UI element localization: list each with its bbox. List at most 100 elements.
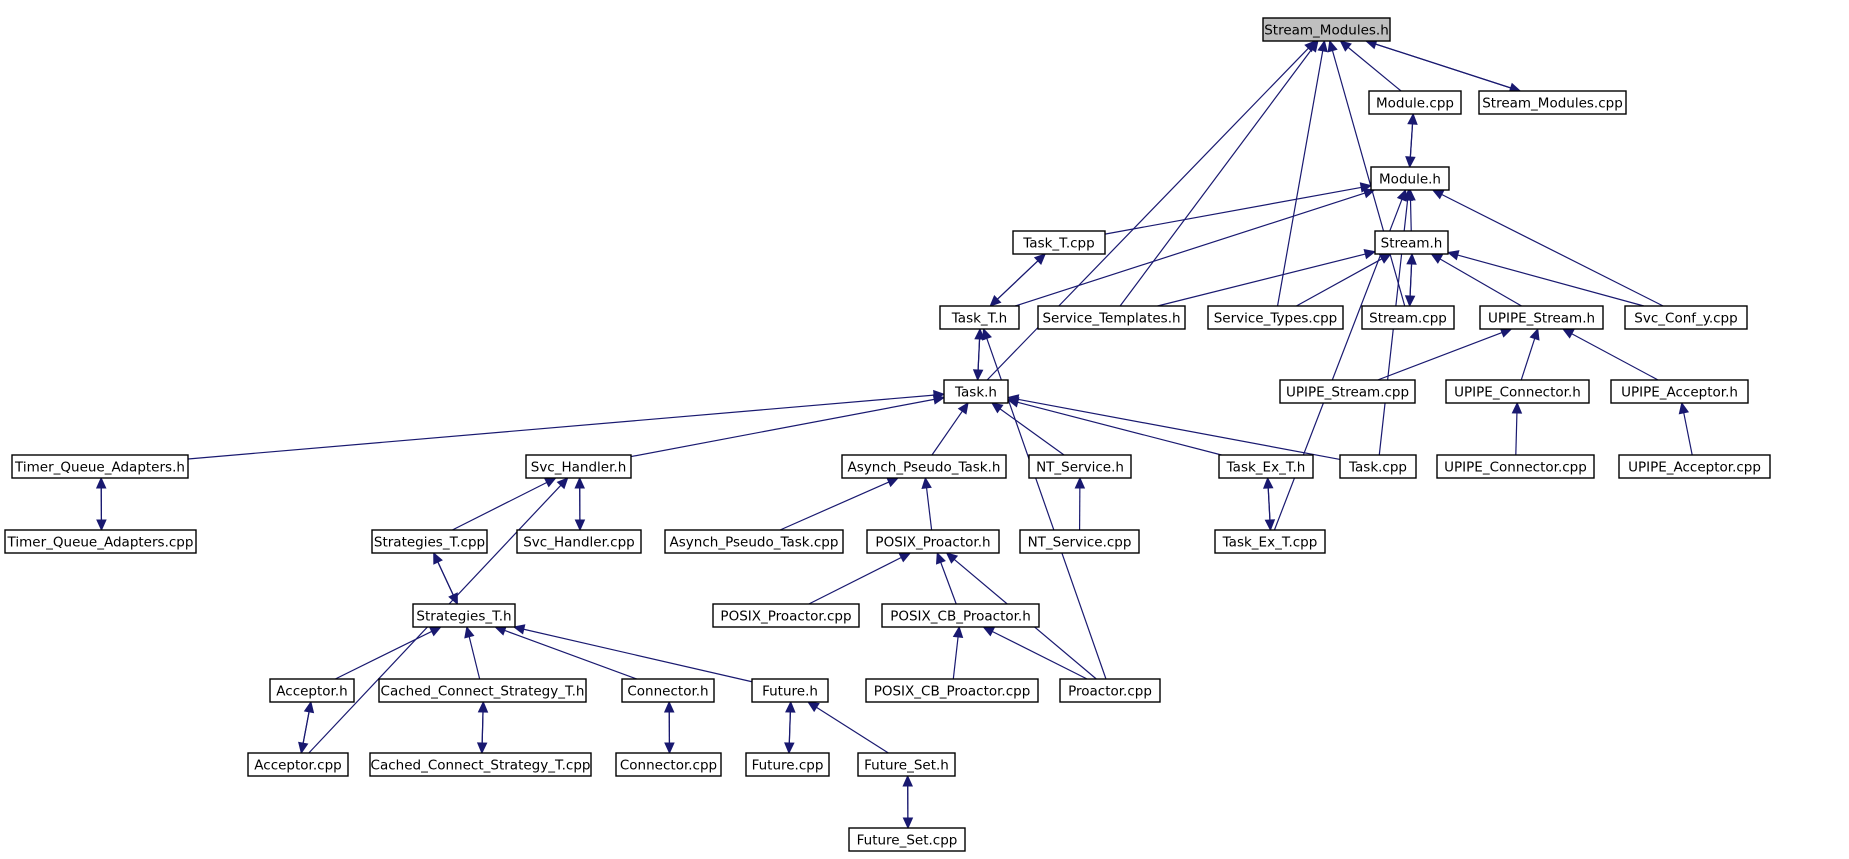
arrowhead-icon <box>298 741 309 755</box>
edge-acceptor_h-to-acceptor_cpp <box>298 701 312 755</box>
node-strategies-t-cpp[interactable]: Strategies_T.cpp <box>371 529 488 554</box>
node-box <box>664 529 844 554</box>
arrowhead-icon <box>972 369 984 382</box>
node-task-ex-t-h[interactable]: Task_Ex_T.h <box>1218 454 1314 479</box>
node-label: Asynch_Pseudo_Task.h <box>848 460 1001 476</box>
node-upipe-stream-cpp[interactable]: UPIPE_Stream.cpp <box>1279 379 1416 404</box>
node-future-h[interactable]: Future.h <box>751 678 829 703</box>
node-timer-queue-adapters-h[interactable]: Timer_Queue_Adapters.h <box>11 454 189 479</box>
node-upipe-connector-h[interactable]: UPIPE_Connector.h <box>1445 379 1590 404</box>
edge-line <box>1365 40 1511 89</box>
node-module-cpp[interactable]: Module.cpp <box>1368 90 1462 115</box>
node-box <box>1059 678 1161 703</box>
node-acceptor-cpp[interactable]: Acceptor.cpp <box>247 752 349 777</box>
node-upipe-acceptor-cpp[interactable]: UPIPE_Acceptor.cpp <box>1618 454 1771 479</box>
node-task-cpp[interactable]: Task.cpp <box>1339 454 1417 479</box>
node-label: Stream.h <box>1381 236 1443 252</box>
edge-stream_modules_h-to-stream_modules_cpp <box>1365 40 1522 93</box>
node-service-templates-h[interactable]: Service_Templates.h <box>1037 305 1186 330</box>
node-task-h[interactable]: Task.h <box>943 379 1009 404</box>
node-task-t-h[interactable]: Task_T.h <box>939 305 1020 330</box>
edge-line <box>630 398 935 458</box>
node-posix-proactor-cpp[interactable]: POSIX_Proactor.cpp <box>712 603 860 628</box>
node-future-cpp[interactable]: Future.cpp <box>745 752 830 777</box>
node-stream-modules-cpp[interactable]: Stream_Modules.cpp <box>1478 90 1627 115</box>
node-stream-h[interactable]: Stream.h <box>1374 230 1449 255</box>
arrowhead-icon <box>1404 295 1416 308</box>
arrowhead-icon <box>1264 519 1276 532</box>
node-nt-service-cpp[interactable]: NT_Service.cpp <box>1019 529 1140 554</box>
node-label: POSIX_Proactor.cpp <box>720 609 851 625</box>
node-box <box>943 379 1009 404</box>
arrowhead-icon <box>664 742 675 755</box>
node-posix-cb-proactor-h[interactable]: POSIX_CB_Proactor.h <box>881 603 1040 628</box>
arrowhead-icon <box>448 592 458 606</box>
node-task-t-cpp[interactable]: Task_T.cpp <box>1012 230 1106 255</box>
node-upipe-stream-h[interactable]: UPIPE_Stream.h <box>1479 305 1604 330</box>
edge-line <box>187 394 935 460</box>
arrowhead-icon <box>989 294 1002 307</box>
edge-task_ex_t_h-to-task_h <box>1006 397 1222 456</box>
node-box <box>1207 305 1344 330</box>
node-proactor-cpp[interactable]: Proactor.cpp <box>1059 678 1161 703</box>
edge-line <box>1331 50 1406 307</box>
node-future-set-h[interactable]: Future_Set.h <box>857 752 956 777</box>
node-svc-handler-h[interactable]: Svc_Handler.h <box>525 454 632 479</box>
node-service-types-cpp[interactable]: Service_Types.cpp <box>1207 305 1344 330</box>
node-label: Task_Ex_T.cpp <box>1222 535 1318 551</box>
arrowhead-icon <box>1396 188 1407 202</box>
node-cached-connect-strategy-t-h[interactable]: Cached_Connect_Strategy_T.h <box>378 678 587 703</box>
edge-upipe_stream_cpp-to-upipe_stream_h <box>1377 327 1513 381</box>
node-stream-cpp[interactable]: Stream.cpp <box>1361 305 1455 330</box>
node-box <box>712 603 860 628</box>
node-upipe-connector-cpp[interactable]: UPIPE_Connector.cpp <box>1436 454 1595 479</box>
edge-task_cpp-to-task_h <box>1006 394 1341 461</box>
node-connector-cpp[interactable]: Connector.cpp <box>615 752 722 777</box>
node-svc-conf-y-cpp[interactable]: Svc_Conf_y.cpp <box>1624 305 1748 330</box>
node-timer-queue-adapters-cpp[interactable]: Timer_Queue_Adapters.cpp <box>4 529 197 554</box>
node-box <box>1445 379 1590 404</box>
arrowhead-icon <box>921 476 932 490</box>
node-label: Timer_Queue_Adapters.h <box>14 460 185 476</box>
node-asynch-pseudo-task-h[interactable]: Asynch_Pseudo_Task.h <box>841 454 1007 479</box>
node-box <box>1479 305 1604 330</box>
node-box <box>371 529 488 554</box>
node-nt-service-h[interactable]: NT_Service.h <box>1028 454 1132 479</box>
node-stream-modules-h[interactable]: Stream_Modules.h <box>1262 17 1391 42</box>
edge-line <box>1439 258 1522 307</box>
node-strategies-t-h[interactable]: Strategies_T.h <box>412 603 516 628</box>
node-box <box>848 827 966 852</box>
node-box <box>1012 230 1106 255</box>
node-posix-proactor-h[interactable]: POSIX_Proactor.h <box>866 529 1000 554</box>
node-module-h[interactable]: Module.h <box>1370 166 1450 191</box>
node-upipe-acceptor-h[interactable]: UPIPE_Acceptor.h <box>1610 379 1749 404</box>
node-label: Module.cpp <box>1376 96 1454 112</box>
node-acceptor-h[interactable]: Acceptor.h <box>269 678 355 703</box>
edge-task_t_cpp-to-task_t_h <box>989 253 1046 307</box>
edge-posix_cb_proactor_h-to-posix_proactor_h <box>935 551 957 605</box>
edge-line <box>1520 338 1536 381</box>
node-future-set-cpp[interactable]: Future_Set.cpp <box>848 827 966 852</box>
node-connector-h[interactable]: Connector.h <box>621 678 715 703</box>
node-label: Connector.h <box>627 684 708 700</box>
node-svc-handler-cpp[interactable]: Svc_Handler.cpp <box>516 529 642 554</box>
arrowhead-icon <box>1430 253 1444 264</box>
node-box <box>11 454 189 479</box>
node-posix-cb-proactor-cpp[interactable]: POSIX_CB_Proactor.cpp <box>865 678 1039 703</box>
arrowhead-icon <box>543 477 557 488</box>
edge-strategies_t_cpp-to-strategies_t_h <box>433 552 458 606</box>
edge-nt_service_cpp-to-nt_service_h <box>1074 476 1086 531</box>
node-box <box>1436 454 1595 479</box>
node-label: Future_Set.cpp <box>857 833 958 849</box>
node-cached-connect-strategy-t-cpp[interactable]: Cached_Connect_Strategy_T.cpp <box>369 752 592 777</box>
node-box <box>247 752 349 777</box>
node-box <box>1037 305 1186 330</box>
edge-svc_handler_h-to-svc_handler_cpp <box>574 477 586 532</box>
edge-line <box>1296 258 1383 307</box>
arrowhead-icon <box>1378 253 1392 264</box>
node-task-ex-t-cpp[interactable]: Task_Ex_T.cpp <box>1214 529 1326 554</box>
node-label: Task.cpp <box>1348 460 1407 476</box>
edge-cached_connect_strategy_t_h-to-cached_connect_strategy_t_cpp <box>476 701 488 755</box>
arrowhead-icon <box>990 402 1004 414</box>
node-asynch-pseudo-task-cpp[interactable]: Asynch_Pseudo_Task.cpp <box>664 529 844 554</box>
